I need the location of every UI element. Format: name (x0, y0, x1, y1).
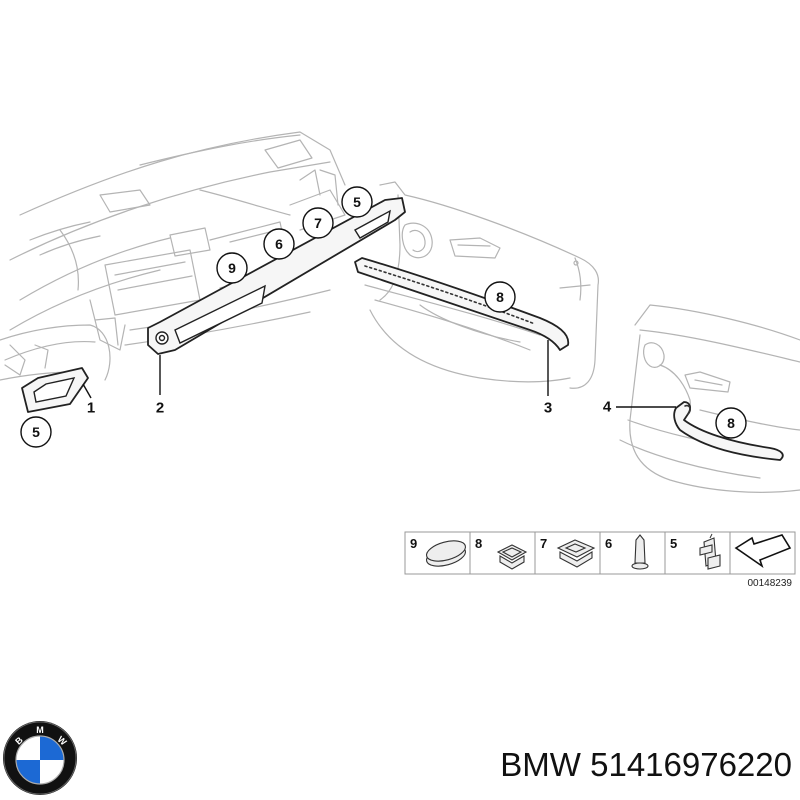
legend-label-8: 8 (475, 536, 482, 551)
circle-label-7: 7 (302, 207, 334, 239)
part-2-trim-strip (147, 197, 406, 355)
leader-lines (82, 340, 676, 408)
rear-door-drawing (619, 304, 800, 493)
legend-label-5: 5 (670, 536, 677, 551)
svg-text:B: B (13, 735, 25, 747)
part-3-door-trim (354, 257, 570, 351)
callout-3: 3 (544, 400, 552, 417)
clip-icon (496, 544, 528, 570)
callout-2: 2 (156, 400, 164, 417)
circle-label-9: 9 (216, 252, 248, 284)
svg-text:6: 6 (275, 236, 283, 252)
circle-label-8-front: 8 (484, 281, 516, 313)
svg-text:8: 8 (727, 415, 735, 431)
parts-legend: 9 8 7 6 5 (404, 531, 796, 575)
circle-label-5-left: 5 (20, 416, 52, 448)
svg-text:M: M (36, 725, 44, 735)
bracket-icon (699, 533, 721, 570)
legend-label-9: 9 (410, 536, 417, 551)
clip-large-icon (556, 539, 596, 568)
drawing-reference-number: 00148239 (748, 578, 793, 589)
legend-label-7: 7 (540, 536, 547, 551)
svg-text:7: 7 (314, 215, 322, 231)
bmw-logo: B M W (3, 721, 77, 795)
circle-label-5-top: 5 (341, 186, 373, 218)
footer-part-number-text: BMW 51416976220 (500, 746, 792, 783)
svg-text:8: 8 (496, 289, 504, 305)
svg-text:5: 5 (32, 424, 40, 440)
part-1-trim (21, 367, 89, 413)
view-direction-arrow-icon (734, 534, 792, 569)
part-4-door-trim (673, 401, 784, 461)
svg-text:5: 5 (353, 194, 361, 210)
svg-text:9: 9 (228, 260, 236, 276)
pin-icon (631, 534, 649, 570)
legend-label-6: 6 (605, 536, 612, 551)
callout-4: 4 (603, 399, 612, 416)
pad-icon (425, 540, 467, 567)
circle-label-8-rear: 8 (715, 407, 747, 439)
circle-label-6: 6 (263, 228, 295, 260)
callout-1: 1 (87, 400, 95, 417)
